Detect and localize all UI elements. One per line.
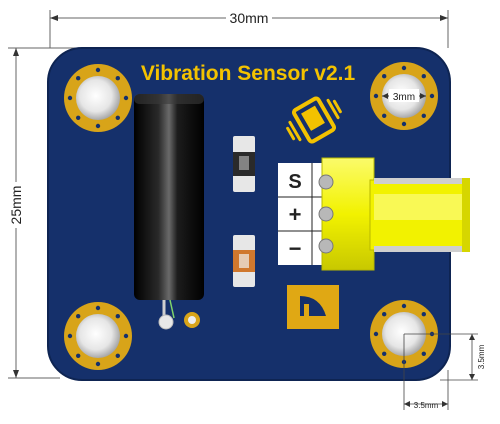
offset-horizontal-label: 3.5mm — [414, 401, 439, 410]
pad-via — [76, 314, 81, 319]
pad-via — [401, 65, 407, 71]
pad-via — [76, 115, 81, 121]
smd-component-top — [233, 136, 255, 192]
pad-via — [401, 121, 407, 127]
pad-via — [373, 93, 379, 99]
pad-via — [123, 333, 129, 339]
vibration-phone-icon — [286, 96, 342, 144]
offset-vertical-dimension: 3.5mm — [404, 333, 486, 381]
pad-via — [123, 95, 129, 101]
hole-dimension: 3mm — [382, 89, 426, 103]
pad-via — [429, 93, 435, 99]
pad-via — [67, 333, 73, 339]
pad-via — [115, 314, 121, 319]
mount-hole-top-left — [64, 64, 132, 132]
pad-via — [382, 312, 387, 317]
mount-hole-bottom-left — [64, 302, 132, 370]
hole-label: 3mm — [393, 92, 415, 103]
pin-label-signal: S — [288, 171, 301, 193]
pad-via — [382, 74, 387, 79]
pad-via — [67, 95, 73, 101]
pad-via — [95, 67, 101, 73]
pad-via — [115, 353, 121, 358]
offset-vertical-label: 3.5mm — [477, 344, 486, 369]
height-label: 25mm — [8, 186, 24, 225]
logo-icon — [287, 285, 339, 329]
connector — [318, 157, 470, 271]
pad-via — [373, 331, 379, 337]
pad-via — [421, 351, 426, 356]
smd-component-bottom — [233, 235, 255, 287]
pad-via — [115, 115, 121, 121]
vibration-switch — [134, 94, 204, 330]
width-label: 30mm — [230, 10, 269, 26]
board-title: Vibration Sensor v2.1 — [141, 62, 356, 85]
pad-via — [421, 74, 426, 79]
offset-horizontal-dimension: 3.5mm — [403, 334, 449, 410]
pad-via — [401, 303, 407, 309]
pad-via — [382, 351, 387, 356]
width-dimension: 30mm — [49, 10, 449, 48]
pad-via — [76, 353, 81, 358]
pad-via — [95, 361, 101, 367]
pin-label-vcc: + — [289, 202, 302, 227]
pad-via — [382, 113, 387, 119]
pad-via — [421, 312, 426, 317]
pad-via — [95, 305, 101, 311]
pad-via — [76, 76, 81, 81]
pad-via — [421, 113, 426, 119]
pad-via — [95, 123, 101, 129]
pin-label-gnd: − — [289, 236, 302, 261]
pad-via — [115, 76, 121, 81]
